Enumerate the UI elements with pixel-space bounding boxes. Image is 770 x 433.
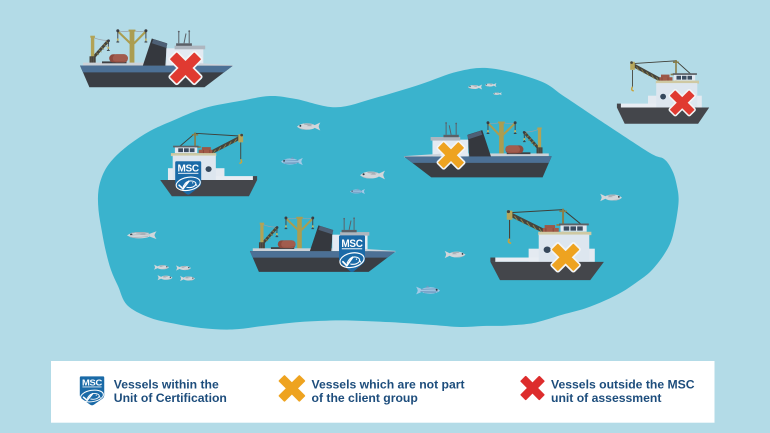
svg-text:Vessels which are not part: Vessels which are not part	[312, 378, 465, 392]
svg-text:Unit of Certification: Unit of Certification	[114, 391, 227, 405]
svg-text:Vessels within the: Vessels within the	[114, 378, 219, 392]
svg-text:Vessels outside the MSC: Vessels outside the MSC	[551, 378, 695, 392]
svg-text:unit of assessment: unit of assessment	[551, 391, 661, 405]
svg-text:of the client group: of the client group	[312, 391, 418, 405]
